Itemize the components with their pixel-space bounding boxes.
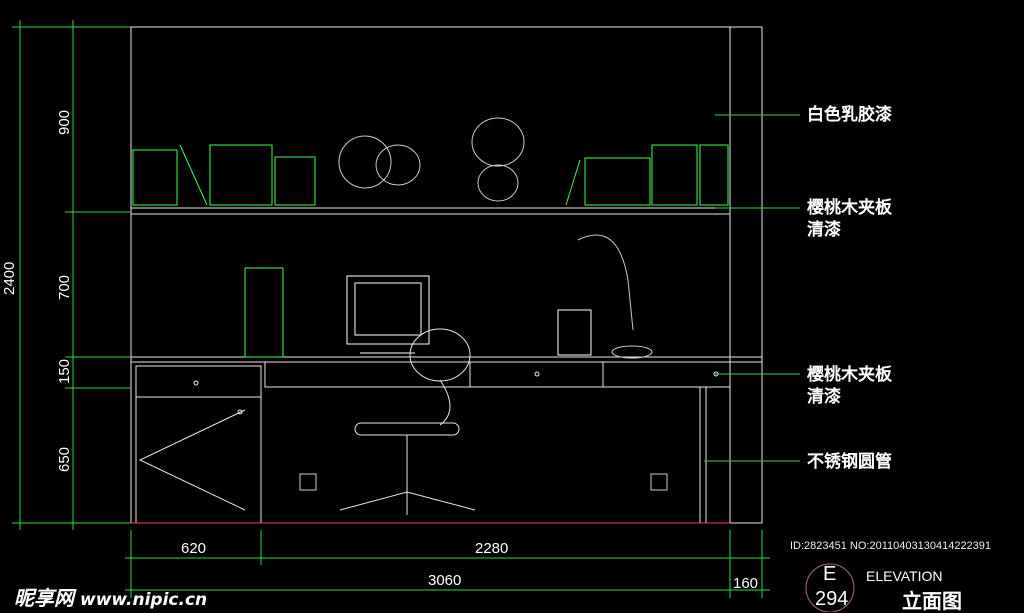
dimension-lines bbox=[12, 20, 800, 598]
dim-desk-top: 150 bbox=[56, 359, 73, 384]
dimension-labels: 2400 900 700 150 650 620 2280 3060 160 bbox=[1, 110, 758, 592]
books-left bbox=[132, 144, 316, 206]
annotation-wall-paint: 白色乳胶漆 bbox=[807, 105, 892, 125]
watermark-id: ID:2823451 NO:20110403130414222391 bbox=[790, 540, 992, 552]
books-right bbox=[565, 144, 729, 206]
drawing-title: 立面图 bbox=[902, 589, 962, 613]
desk-lamp bbox=[577, 234, 653, 359]
dim-total-width: 3060 bbox=[428, 572, 461, 589]
annotation-steel-tube: 不锈钢圆管 bbox=[807, 452, 892, 472]
annotation-desk-material: 樱桃木夹板清漆 bbox=[807, 365, 892, 407]
dim-right-panel: 160 bbox=[733, 575, 758, 592]
dim-total-height: 2400 bbox=[1, 262, 18, 295]
wall-sockets bbox=[299, 473, 668, 491]
elevation-symbol-circle bbox=[805, 563, 855, 612]
toy-bear bbox=[471, 117, 525, 202]
annotation-shelf-material: 樱桃木夹板清漆 bbox=[807, 198, 892, 240]
photo-frame bbox=[557, 309, 592, 356]
dim-upper: 900 bbox=[56, 110, 73, 135]
pc-tower bbox=[244, 267, 284, 358]
monitor bbox=[346, 275, 430, 354]
dim-lower: 650 bbox=[56, 447, 73, 472]
elevation-number: 294 bbox=[815, 588, 849, 610]
dim-middle: 700 bbox=[56, 275, 73, 300]
cabinet-frame bbox=[130, 26, 763, 524]
toy-dog bbox=[338, 135, 421, 189]
dim-left-cabinet: 620 bbox=[181, 540, 206, 557]
dim-desk-span: 2280 bbox=[475, 540, 508, 557]
office-chair bbox=[339, 328, 476, 515]
elevation-letter: E bbox=[823, 563, 837, 585]
elevation-label: ELEVATION bbox=[866, 568, 943, 584]
